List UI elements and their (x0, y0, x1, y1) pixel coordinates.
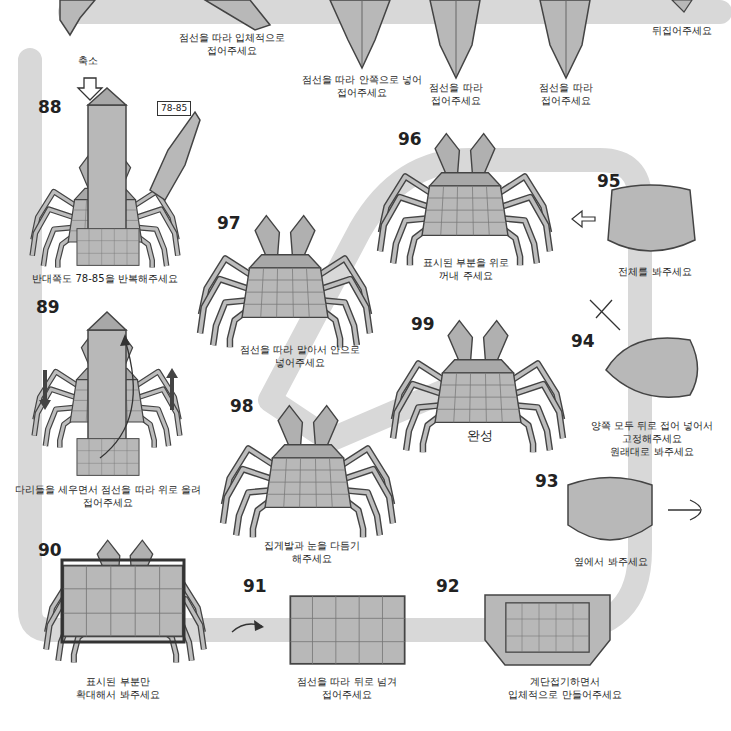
step-caption: 전체를 봐주세요 (618, 266, 691, 279)
step-caption: 계단접기하면서 입체적으로 만들어주세요 (504, 676, 626, 701)
step-caption: 완성 (467, 428, 493, 444)
step-caption: 양쪽 모두 뒤로 접어 넣어서 고정해주세요 (582, 420, 722, 445)
step-number: 95 (597, 171, 621, 192)
step-caption: 점선을 따라 뒤로 넘겨 접어주세요 (288, 676, 406, 701)
step-caption: 원래대로 봐주세요 (610, 446, 693, 459)
step-number: 91 (243, 576, 267, 597)
step-caption: 뒤집어주세요 (652, 25, 712, 38)
step-number: 88 (38, 97, 62, 118)
step-number: 94 (571, 331, 595, 352)
step-number: 99 (411, 314, 435, 335)
step-caption: 표시된 부분만 확대해서 봐주세요 (68, 676, 168, 701)
step-caption: 표시된 부분을 위로 꺼내 주세요 (421, 257, 511, 282)
step-number: 92 (436, 576, 460, 597)
step-caption: 점선을 따라 입체적으로 접어주세요 (173, 32, 291, 57)
step-number: 98 (230, 396, 254, 417)
step-number: 97 (217, 213, 241, 234)
step-caption: 다리들을 세우면서 점선을 따라 위로 올려 접어주세요 (13, 484, 203, 509)
step-caption: 점선을 따라 말아서 안으로 넣어주세요 (235, 344, 365, 369)
step-caption: 축소 (78, 55, 98, 68)
step-caption: 옆에서 봐주세요 (574, 556, 647, 569)
step-number: 89 (36, 297, 60, 318)
step-number: 90 (38, 540, 62, 561)
step-caption: 집게발과 눈을 다듬기 해주세요 (260, 540, 365, 565)
reference-box: 78-85 (157, 101, 191, 116)
reference-text: 78-85 (161, 103, 187, 114)
step-caption: 점선을 따라 안쪽으로 넣어 접어주세요 (298, 74, 426, 99)
step-number: 96 (398, 129, 422, 150)
step-number: 93 (535, 471, 559, 492)
step-caption: 반대쪽도 78-85을 반복해주세요 (32, 273, 177, 286)
step-caption: 점선을 따라 접어주세요 (530, 82, 602, 107)
step-caption: 점선을 따라 접어주세요 (420, 82, 492, 107)
